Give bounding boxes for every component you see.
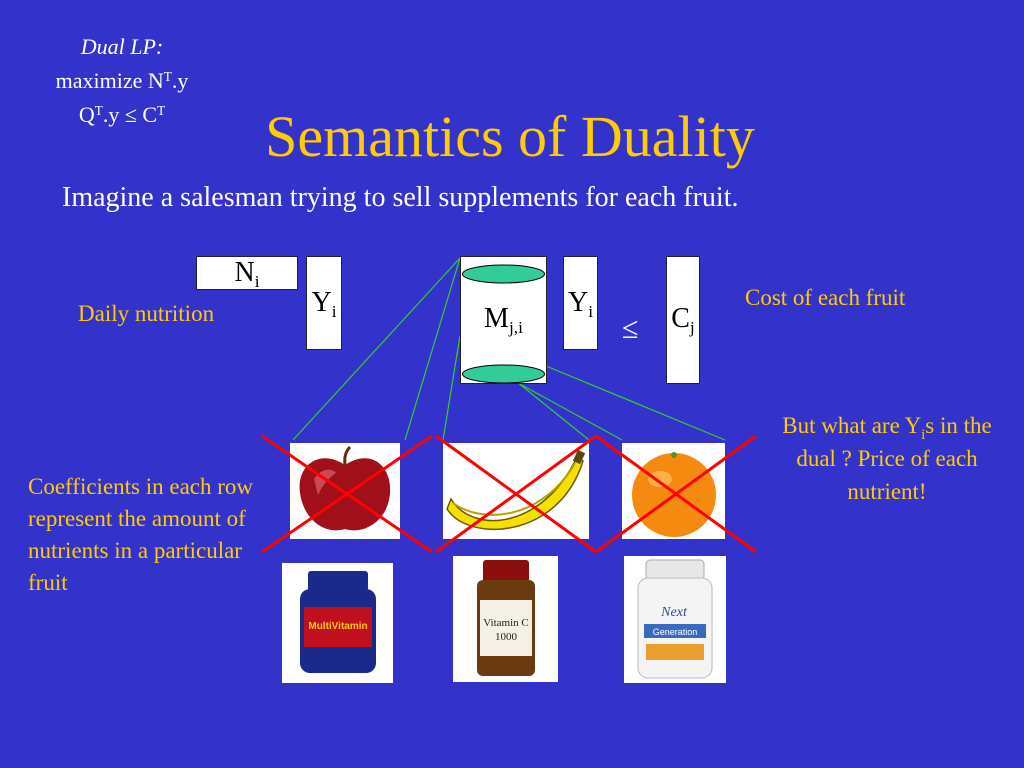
price-note: But what are Yis in the dual ? Price of …: [782, 413, 992, 504]
multivitamin-image: MultiVitamin: [282, 563, 393, 683]
n-vector-box: Ni: [196, 256, 298, 290]
dual-lp-box: Dual LP: maximize NT.y QT.y ≤ CT: [22, 30, 222, 132]
svg-text:MultiVitamin: MultiVitamin: [308, 621, 367, 632]
y-left-vector-box: Yi: [306, 256, 342, 350]
vitamin-c-image: Vitamin C 1000: [453, 556, 558, 682]
dual-lp-objective: maximize NT.y: [55, 68, 189, 93]
coefficients-note: Coefficients in each row represent the a…: [28, 474, 254, 595]
daily-nutrition-label: Daily nutrition: [78, 301, 215, 326]
dual-lp-heading: Dual LP:: [80, 34, 164, 59]
next-generation-image: Next Generation: [624, 556, 726, 683]
slide-title: Semantics of Duality: [265, 104, 755, 169]
dual-lp-constraint: QT.y ≤ CT: [78, 102, 166, 127]
connector-line: [404, 257, 461, 441]
svg-text:1000: 1000: [495, 631, 518, 643]
connector-line: [519, 383, 623, 441]
slide-subtitle: Imagine a salesman trying to sell supple…: [62, 182, 739, 213]
svg-text:Next: Next: [660, 605, 688, 620]
y-right-vector-box: Yi: [563, 256, 598, 350]
svg-text:Generation: Generation: [653, 627, 698, 637]
matrix-cylinder-caps: [462, 264, 545, 384]
connector-line: [442, 335, 461, 441]
apple-image: [290, 443, 400, 539]
c-vector-box: Cj: [666, 256, 700, 384]
cost-label: Cost of each fruit: [745, 285, 906, 310]
banana-image: [443, 443, 589, 539]
leq-symbol: ≤: [622, 312, 639, 345]
svg-text:Vitamin C: Vitamin C: [483, 617, 528, 629]
orange-image: [622, 443, 725, 539]
